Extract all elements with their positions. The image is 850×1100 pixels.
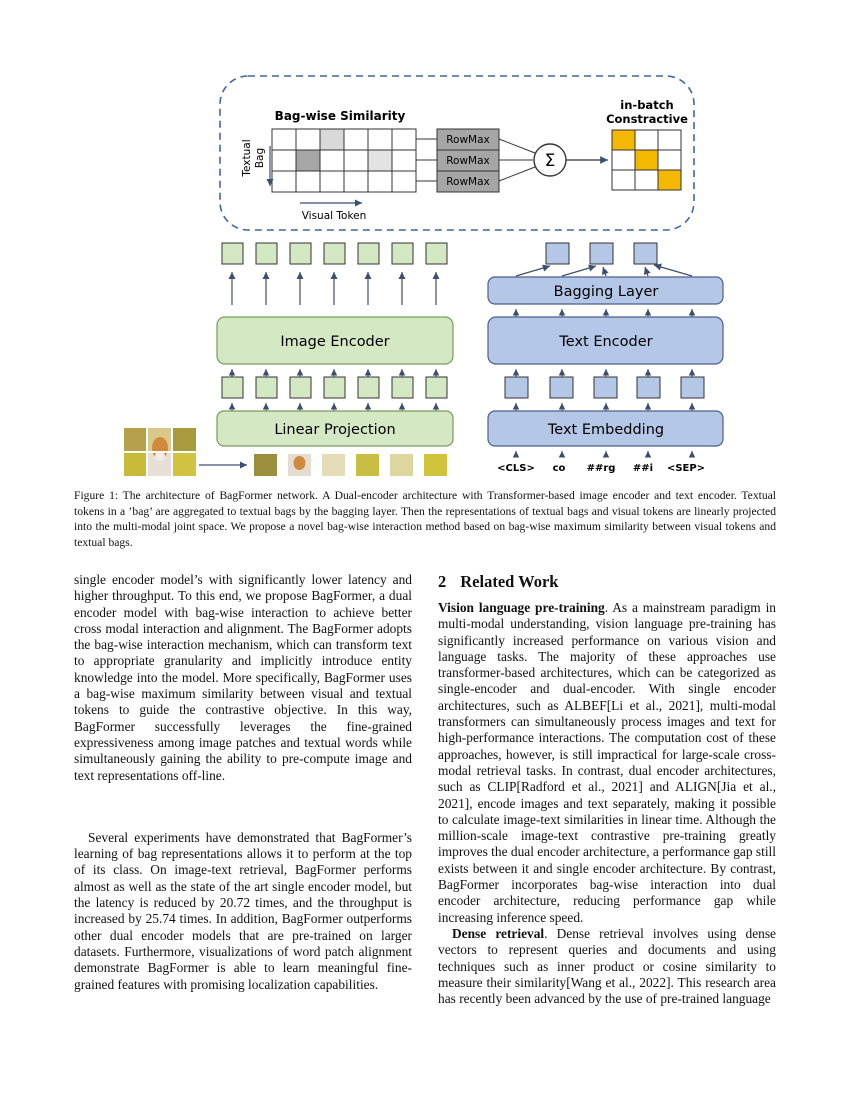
- bagging-layer-block: [487, 276, 724, 305]
- text-token: co: [553, 463, 566, 474]
- input-image: [124, 428, 196, 476]
- linear-projection-block: [216, 410, 454, 447]
- text-token: <SEP>: [667, 463, 705, 474]
- paragraph-body: . Dense retrieval involves using dense v…: [438, 925, 776, 1007]
- visual-token: [425, 242, 448, 265]
- image-encoder-block: [216, 316, 454, 365]
- paragraph-body: . As a mainstream paradigm in multi-moda…: [438, 600, 777, 925]
- right-column: 2 Related Work Vision language pre-traini…: [438, 572, 776, 1007]
- visual-token: [289, 242, 312, 265]
- text-embedding-label: Text Embedding: [547, 422, 664, 438]
- rowmax-label: RowMax: [446, 155, 490, 167]
- visual-token: [357, 242, 380, 265]
- image-patches: [254, 454, 447, 476]
- visual-token: [391, 242, 414, 265]
- experiments-paragraph: Several experiments have demonstrated th…: [74, 829, 412, 992]
- bag-wise-interaction-box: [219, 75, 695, 231]
- intro-paragraph: single encoder model’s with significantl…: [74, 572, 412, 783]
- linear-projection-label: Linear Projection: [274, 422, 395, 438]
- text-token: <CLS>: [497, 463, 535, 474]
- contrastive-matrix: [611, 129, 682, 191]
- text-token: ##rg: [587, 463, 616, 474]
- sum-symbol: Σ: [545, 151, 556, 171]
- figure-diagram: Bag-wise Similarity Textual Bag: [124, 75, 724, 476]
- rowmax-stack: RowMax RowMax RowMax: [436, 128, 500, 193]
- text-token: ##i: [633, 463, 653, 474]
- visual-token: [255, 242, 278, 265]
- architecture-figure: Bag-wise Similarity Textual Bag: [0, 0, 850, 490]
- dense-retrieval-paragraph: Dense retrieval. Dense retrieval involve…: [438, 926, 776, 1007]
- inbatch-title-line2: Constractive: [606, 112, 688, 126]
- bag-wise-similarity-title: Bag-wise Similarity: [275, 109, 406, 123]
- text-encoder-label: Text Encoder: [558, 334, 652, 350]
- similarity-matrix: [271, 128, 417, 193]
- inbatch-title-line1: in-batch: [620, 98, 673, 112]
- bagging-layer-label: Bagging Layer: [554, 284, 659, 300]
- visual-token-label: Visual Token: [302, 210, 367, 222]
- section-heading: 2 Related Work: [438, 572, 776, 592]
- image-encoder-label: Image Encoder: [280, 334, 389, 350]
- image-patch-embeddings: [221, 376, 448, 399]
- image-output-tokens: [221, 242, 448, 265]
- rowmax-label: RowMax: [446, 176, 490, 188]
- visual-token: [221, 242, 244, 265]
- bag-label: Bag: [254, 148, 266, 168]
- left-column: single encoder model’s with significantl…: [74, 572, 412, 993]
- input-text-tokens: <CLS> co ##rg ##i <SEP>: [497, 463, 705, 474]
- text-encoder-block: [487, 316, 724, 365]
- section-title: Related Work: [460, 572, 559, 591]
- figure-caption: Figure 1: The architecture of BagFormer …: [74, 489, 776, 549]
- section-number: 2: [438, 572, 447, 591]
- text-embedding-block: [487, 410, 724, 447]
- text-token-embeddings: [504, 376, 705, 399]
- text-output-bags: [545, 242, 658, 265]
- vision-language-paragraph: Vision language pre-training. As a mains…: [438, 600, 776, 926]
- visual-token: [323, 242, 346, 265]
- textual-label: Textual: [241, 139, 253, 177]
- paragraph-title: Dense retrieval: [452, 925, 545, 941]
- paragraph-title: Vision language pre-training: [438, 600, 605, 615]
- rowmax-label: RowMax: [446, 134, 490, 146]
